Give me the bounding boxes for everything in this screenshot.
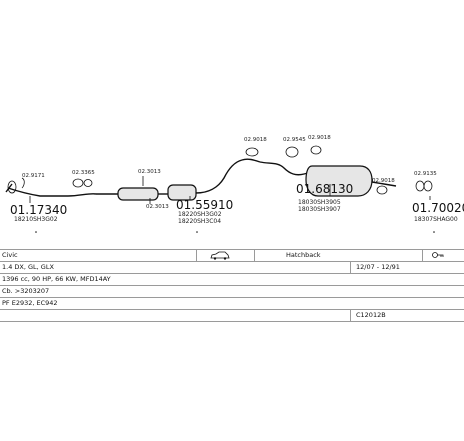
part-number-rear-silencer: 01.68130 bbox=[296, 182, 353, 196]
part-sub-front-pipe: 18210SH3G02 bbox=[14, 216, 58, 223]
code-text: Cb. >3203207 bbox=[2, 287, 50, 295]
part-ref-clamp-left: 02.3365 bbox=[72, 170, 95, 176]
rear-silencer bbox=[305, 165, 397, 197]
table-row-ref: C12012B bbox=[0, 310, 464, 322]
ref-text: C12012B bbox=[356, 311, 386, 319]
part-ref-hanger-top: 02.9018 bbox=[244, 137, 267, 143]
table-row-engine-codes: PF E2932, EC942 bbox=[0, 298, 464, 310]
catalyst-body bbox=[117, 187, 159, 201]
dot-marker bbox=[35, 231, 37, 233]
part-sub-middle-pipe: 18220SH3G02 bbox=[178, 211, 222, 218]
vehicle-info-table: Civic Hatchback 1.4 DX, GL, GLX 12/07 - … bbox=[0, 249, 464, 322]
hanger-r2-icon bbox=[310, 145, 322, 155]
table-row-engine: 1396 cc, 90 HP, 66 KW, MFD14AY bbox=[0, 274, 464, 286]
key-icon bbox=[432, 251, 444, 263]
hanger-top-icon bbox=[245, 147, 259, 157]
tail-clamp-icon bbox=[415, 180, 433, 192]
part-ref-cat-hanger: 02.3013 bbox=[138, 169, 161, 175]
dot-marker bbox=[433, 231, 435, 233]
dates-text: 12/07 - 12/91 bbox=[356, 263, 400, 271]
front-pipe bbox=[5, 177, 97, 197]
body-type-text: Hatchback bbox=[286, 251, 321, 259]
car-icon bbox=[210, 251, 230, 264]
connector-pipe bbox=[259, 161, 313, 176]
table-row-variant: 1.4 DX, GL, GLX 12/07 - 12/91 bbox=[0, 262, 464, 274]
hanger-r1-icon bbox=[285, 146, 299, 158]
table-row-model: Civic Hatchback bbox=[0, 249, 464, 262]
clamp-icon bbox=[72, 178, 93, 188]
part-number-front-pipe: 01.17340 bbox=[10, 203, 67, 217]
variant-text: 1.4 DX, GL, GLX bbox=[2, 263, 54, 271]
part-sub2-middle-pipe: 18220SH3C04 bbox=[178, 218, 221, 225]
part-ref-hanger-r2: 02.9018 bbox=[308, 135, 331, 141]
middle-pipe bbox=[96, 158, 261, 201]
part-number-tail-pipe: 01.70020 bbox=[412, 201, 464, 215]
part-number-middle-pipe: 01.55910 bbox=[176, 198, 233, 212]
part-sub-rear-silencer: 18030SH3905 bbox=[298, 199, 341, 206]
flange-icon bbox=[7, 180, 17, 194]
part-ref-cat-hanger-2: 02.3013 bbox=[146, 204, 169, 210]
part-sub-tail-pipe: 18307SHAG00 bbox=[414, 216, 458, 223]
model-text: Civic bbox=[2, 251, 18, 259]
part-ref-rear-hanger: 02.9018 bbox=[372, 178, 395, 184]
engine-codes-text: PF E2932, EC942 bbox=[2, 299, 58, 307]
part-sub2-rear-silencer: 18030SH3907 bbox=[298, 206, 341, 213]
part-ref-hanger-r1: 02.9545 bbox=[283, 137, 306, 143]
table-row-code: Cb. >3203207 bbox=[0, 286, 464, 298]
rear-hanger-icon bbox=[376, 185, 388, 195]
part-ref-front-pipe: 02.9171 bbox=[22, 173, 45, 179]
dot-marker bbox=[196, 231, 198, 233]
engine-text: 1396 cc, 90 HP, 66 KW, MFD14AY bbox=[2, 275, 111, 283]
part-ref-tail-pipe: 02.9135 bbox=[414, 171, 437, 177]
